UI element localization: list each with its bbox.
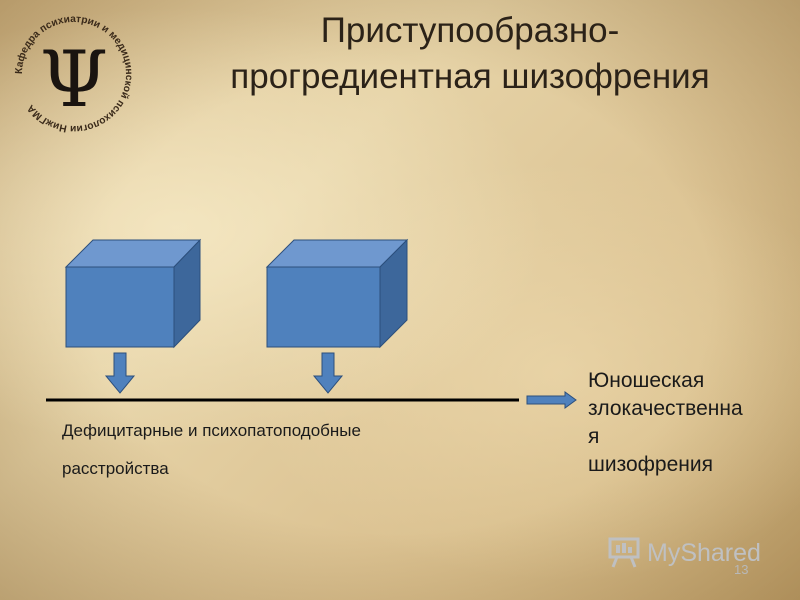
right-label-line-3: я — [588, 425, 600, 448]
left-label-line-2: расстройства — [62, 459, 169, 478]
right-label-line-4: шизофрения — [588, 453, 713, 476]
down-arrow-1 — [104, 352, 136, 394]
right-label-line-1: Юношеская — [588, 369, 705, 392]
juvenile-schizophrenia-label: Юношеская злокачественна я шизофрения — [588, 367, 768, 479]
presentation-board-icon — [608, 537, 640, 568]
slide-title: Приступообразно- прогредиентная шизофрен… — [190, 8, 750, 100]
watermark-text: MyShared — [647, 539, 761, 567]
myshared-watermark: MyShared — [607, 535, 787, 571]
cube-1 — [64, 238, 202, 349]
deficit-disorders-label: Дефицитарные и психопатоподобные расстро… — [62, 419, 361, 481]
page-number: 13 — [734, 562, 749, 577]
psi-symbol: Ψ — [40, 35, 108, 125]
cube-2 — [265, 238, 409, 349]
down-arrow-2 — [312, 352, 344, 394]
title-line-2: прогредиентная шизофрения — [230, 57, 710, 96]
title-line-1: Приступообразно- — [320, 11, 620, 50]
right-label-line-2: злокачественна — [588, 397, 743, 420]
right-arrow — [526, 391, 577, 409]
left-label-line-1: Дефицитарные и психопатоподобные — [62, 421, 361, 440]
psi-seal-logo: Кафедра психиатрии и медицинской психоло… — [14, 14, 134, 134]
